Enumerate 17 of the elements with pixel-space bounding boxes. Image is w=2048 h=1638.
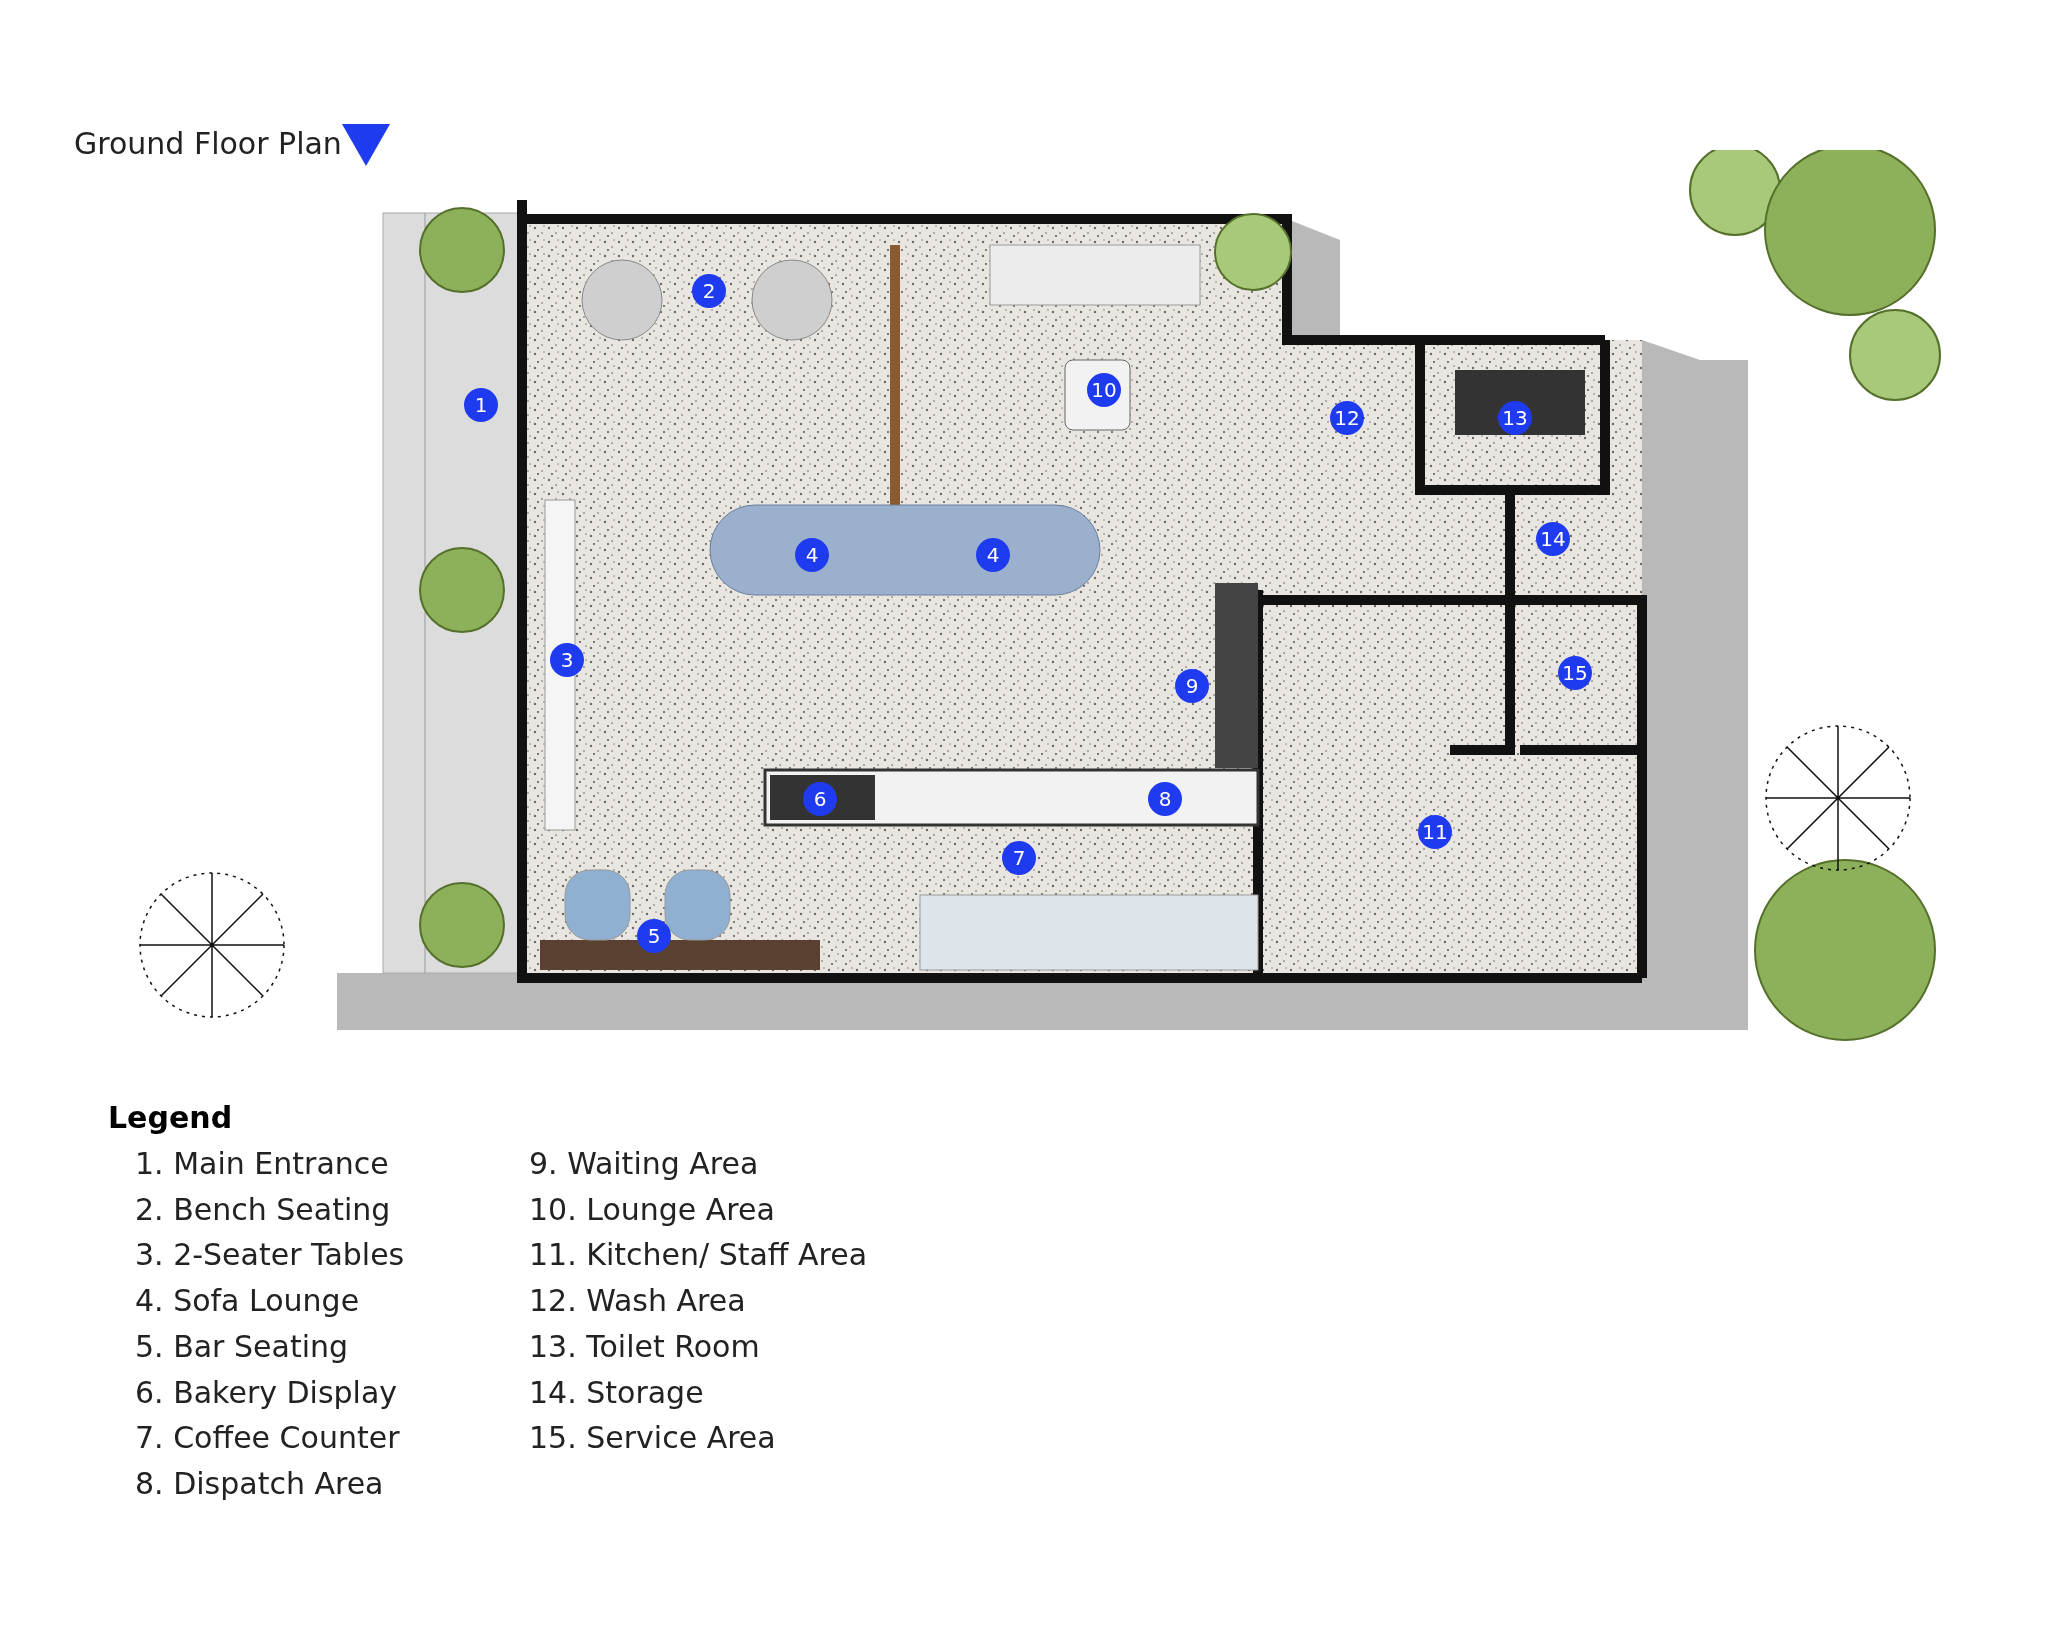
legend-item: 3. 2-Seater Tables [135,1237,405,1273]
legend-item: 15. Service Area [529,1420,776,1456]
legend-heading: Legend [108,1100,233,1135]
plan-title: Ground Floor Plan [74,126,342,161]
legend-item: 10. Lounge Area [529,1191,775,1227]
legend-item: 2. Bench Seating [135,1191,391,1227]
legend-item: 12. Wash Area [529,1283,746,1319]
legend-item: 9. Waiting Area [529,1146,759,1181]
legend-item: 11. Kitchen/ Staff Area [529,1237,868,1273]
legend-item: 13. Toilet Room [529,1328,760,1364]
legend-item: 7. Coffee Counter [135,1420,400,1456]
legend-item: 14. Storage [529,1374,704,1410]
legend-item: 8. Dispatch Area [135,1465,384,1501]
legend-item: 5. Bar Seating [135,1328,349,1364]
legend-item: 1. Main Entrance [135,1146,389,1181]
legend-item: 6. Bakery Display [135,1374,398,1410]
legend-item: 4. Sofa Lounge [135,1283,360,1319]
